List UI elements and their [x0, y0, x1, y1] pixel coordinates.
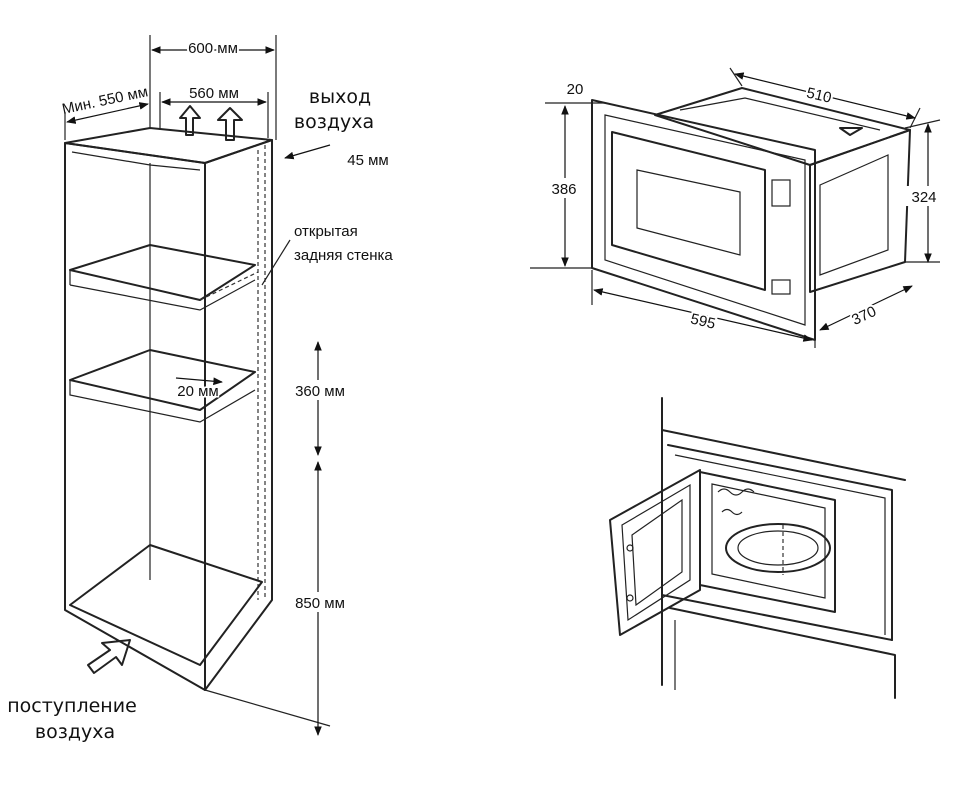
cabinet-side-face [204, 139, 273, 691]
dim-height-front-label: 386 [551, 181, 576, 198]
cabinet-top-face [64, 127, 273, 164]
dim-width-outer-label: 600 мм [188, 40, 238, 57]
air-out-label-line2: воздуха [294, 111, 374, 133]
dim-width-inner-label: 560 мм [189, 85, 239, 102]
dim-height-body-label: 324 [911, 189, 936, 206]
cabinet-shelf-middle [69, 349, 256, 411]
air-in-arrow-icon [87, 639, 131, 674]
air-in-label-line1: поступление [7, 695, 137, 717]
dim-width-front-label: 595 [689, 311, 717, 333]
air-out-label-line1: выход [309, 86, 371, 108]
microwave-dimension-drawing: 20 510 386 324 595 370 [530, 67, 945, 348]
microwave-button [771, 279, 791, 295]
turntable [725, 523, 831, 573]
open-back-label-line1: открытая [294, 223, 358, 240]
grill-element [717, 488, 755, 496]
open-back-label-line2: задняя стенка [294, 247, 393, 264]
installed-microwave-drawing [609, 397, 906, 699]
air-in-label-line2: воздуха [35, 721, 115, 743]
dim-shelf-gap-label: 20 мм [177, 383, 218, 400]
cabinet-bottom [69, 544, 263, 666]
cabinet-front-face [64, 142, 206, 691]
air-out-arrow-icon [217, 107, 243, 141]
dim-gap-label: 45 мм [347, 152, 388, 169]
air-out-arrows [179, 105, 243, 141]
microwave-open-door [609, 469, 701, 636]
dim-depth-top-label: 510 [805, 85, 833, 107]
dim-frame-label: 20 [567, 81, 584, 98]
microwave-window [636, 169, 741, 256]
dim-niche-height-label: 360 мм [295, 383, 345, 400]
microwave-door [611, 131, 766, 291]
cabinet-drawing: 600 мм 560 мм Мин. 550 мм выход воздуха … [7, 35, 393, 743]
cabinet-shelf-top [69, 244, 256, 301]
microwave-display [771, 179, 791, 207]
air-out-arrow-icon [179, 105, 201, 136]
dim-depth-side-label: 370 [849, 303, 879, 329]
microwave-side [809, 129, 911, 293]
dim-floor-height-label: 850 мм [295, 595, 345, 612]
dim-depth-min-label: Мин. 550 мм [61, 83, 150, 118]
microwave-top [654, 87, 911, 166]
